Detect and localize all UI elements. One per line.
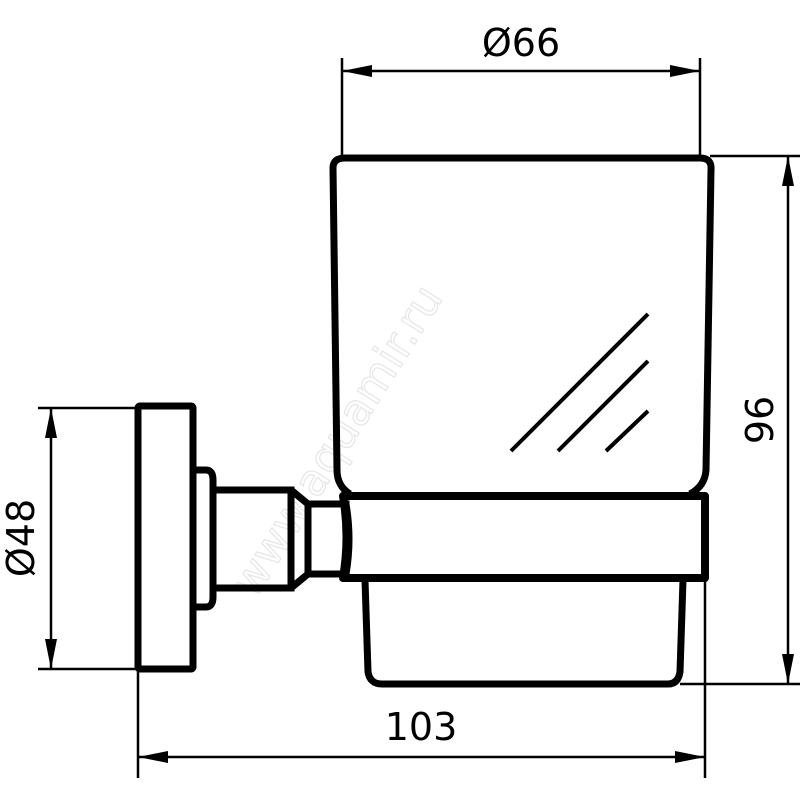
dimension-height [680,154,800,686]
glass-reflection-2 [556,359,650,453]
glass-tumbler [329,154,715,498]
height-label: 96 [738,396,782,444]
dimension-projection [136,580,707,778]
dimension-glass-diameter [340,58,702,160]
glass-reflection-1 [509,312,650,453]
glass-bottom [361,579,687,688]
wall-flange [134,402,217,690]
dimension-flange-diameter [38,406,140,671]
glass-reflection-3 [604,409,650,453]
holder-ring [339,492,709,582]
projection-label: 103 [385,705,458,749]
flange-diameter-label: Ø48 [0,499,43,577]
glass-diameter-label: Ø66 [482,21,560,65]
